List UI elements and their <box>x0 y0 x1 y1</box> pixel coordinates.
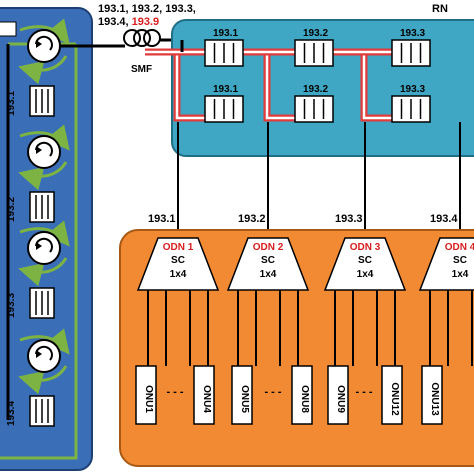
rn-filter-top-label: 193.1 <box>213 28 238 39</box>
onu-label: ONU12 <box>389 382 400 416</box>
olt-green-rail <box>0 44 78 460</box>
odn-ratio: 1x4 <box>357 269 374 280</box>
circulator-icon <box>27 339 61 373</box>
rn-filter-bottom <box>294 95 334 123</box>
onu-unit: ONU9 <box>327 365 349 425</box>
odn-splitter: ODN 3 SC 1x4 <box>323 237 407 366</box>
odn-type: SC <box>171 255 185 266</box>
rn-filter-top <box>204 39 244 67</box>
onu-label: ONU13 <box>429 382 440 416</box>
rn-filter-top <box>294 39 334 67</box>
onu-ellipsis: - - - <box>264 386 281 398</box>
onu-unit: ONU12 <box>381 365 403 425</box>
onu-label: ONU4 <box>201 385 212 413</box>
odn-splitter: ODN 2 SC 1x4 <box>226 237 310 366</box>
rn-filter-bottom-label: 193.3 <box>400 84 425 95</box>
onu-ellipsis: - - - <box>166 386 183 398</box>
olt-channel-label: 193.1 <box>6 91 17 116</box>
drop-wavelength-label: 193.4 <box>430 213 458 225</box>
onu-label: ONU8 <box>299 385 310 413</box>
olt-filter-icon <box>29 395 55 427</box>
filter-pipe <box>235 48 295 122</box>
odn-splitter: ODN 4 SC 1x4 <box>418 237 474 366</box>
odn-type: SC <box>261 255 275 266</box>
olt-top-box <box>0 21 17 37</box>
onu-label: ONU5 <box>239 385 250 413</box>
rn-filter-top <box>391 39 431 67</box>
onu-unit: ONU13 <box>421 365 443 425</box>
circulator-icon <box>27 135 61 169</box>
odn-type: SC <box>358 255 372 266</box>
olt-channel: 193.2 <box>6 124 70 223</box>
olt-channel-label: 193.3 <box>6 293 17 318</box>
odn-name: ODN 1 <box>163 242 194 253</box>
circulator-icon <box>27 29 61 63</box>
rn-label: RN <box>432 3 448 15</box>
fiber-label: SMF <box>131 64 152 75</box>
rn-filter-bottom-label: 193.2 <box>303 84 328 95</box>
filter-pipe <box>332 48 392 122</box>
olt-channel-label: 193.4 <box>6 401 17 426</box>
drop-wavelength-label: 193.3 <box>335 213 363 225</box>
odn-name: ODN 3 <box>350 242 381 253</box>
rn-filter-bottom-label: 193.1 <box>213 84 238 95</box>
olt-filter-icon <box>29 85 55 117</box>
olt-channel: 193.3 <box>6 220 70 319</box>
drop-wavelength-label: 193.2 <box>238 213 266 225</box>
odn-name: ODN 2 <box>253 242 284 253</box>
wavelength-list-line1: 193.1, 193.2, 193.3, <box>98 3 196 15</box>
odn-name: ODN 4 <box>445 242 474 253</box>
rn-filter-top-label: 193.2 <box>303 28 328 39</box>
olt-filter-icon <box>29 287 55 319</box>
olt-filter-icon <box>29 191 55 223</box>
onu-unit: ONU8 <box>291 365 313 425</box>
olt-channel: 193.4 <box>6 328 70 427</box>
onu-unit: ONU5 <box>231 365 253 425</box>
filter-pipe <box>145 48 205 122</box>
rn-filter-bottom <box>391 95 431 123</box>
onu-label: ONU1 <box>143 385 154 413</box>
circulator-icon <box>27 231 61 265</box>
odn-ratio: 1x4 <box>170 269 187 280</box>
olt-channel-label: 193.2 <box>6 197 17 222</box>
rn-filter-top-label: 193.3 <box>400 28 425 39</box>
odn-ratio: 1x4 <box>452 269 469 280</box>
drop-wavelength-label: 193.1 <box>148 213 176 225</box>
odn-type: SC <box>453 255 467 266</box>
odn-ratio: 1x4 <box>260 269 277 280</box>
olt-channel: 193.1 <box>6 18 70 117</box>
onu-unit: ONU1 <box>135 365 157 425</box>
onu-unit: ONU4 <box>193 365 215 425</box>
onu-label: ONU9 <box>335 385 346 413</box>
onu-ellipsis: - - - <box>355 386 372 398</box>
rn-filter-bottom <box>204 95 244 123</box>
odn-splitter: ODN 1 SC 1x4 <box>136 237 220 366</box>
wavelength-list-line2: 193.4, 193.9 <box>98 16 159 28</box>
